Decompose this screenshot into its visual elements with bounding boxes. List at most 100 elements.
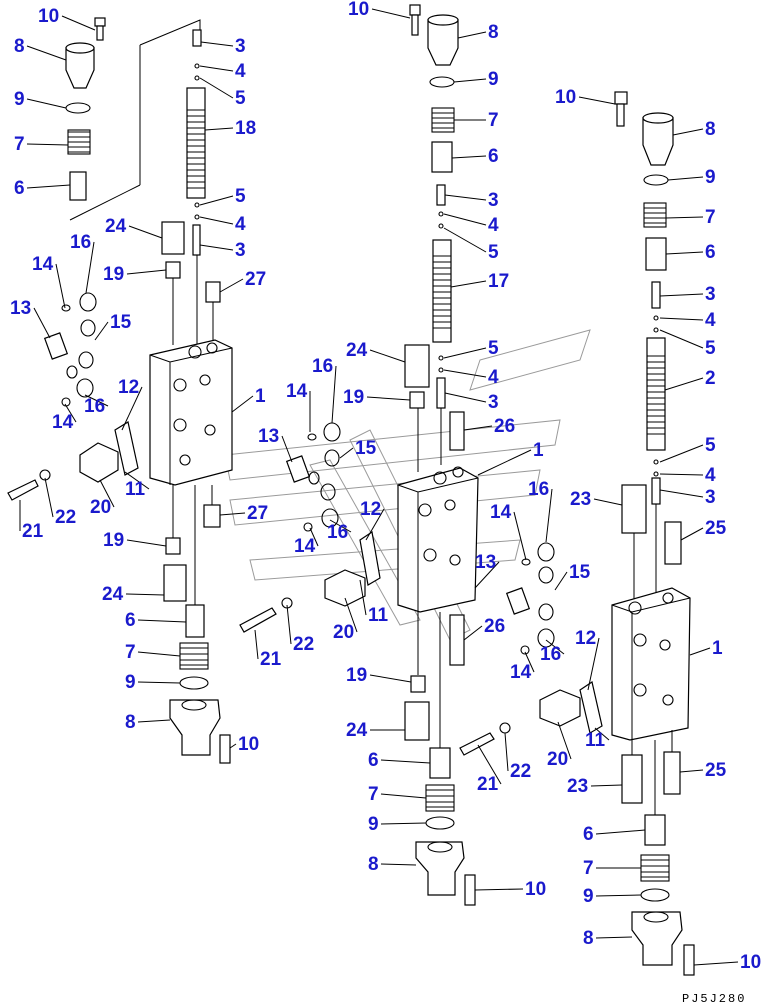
o-ring-icon (65, 102, 91, 114)
leader-line (26, 45, 67, 61)
middle-valve-assembly (239, 4, 555, 906)
callout-number: 9 (368, 814, 379, 835)
callout-number: 20 (333, 622, 354, 643)
callout-number: 19 (346, 665, 367, 686)
leader-line (477, 449, 532, 476)
callout-number: 10 (555, 87, 576, 108)
callout-number: 15 (569, 562, 591, 583)
callout-number: 24 (346, 720, 368, 741)
leader-line (199, 77, 234, 99)
callout-number: 19 (103, 530, 124, 551)
callout-number: 5 (235, 88, 246, 109)
callout-number: 12 (575, 628, 596, 649)
callout-number: 16 (528, 479, 549, 500)
callout-number: 19 (103, 264, 124, 285)
callout-number: 8 (583, 928, 594, 949)
callout-number: 15 (110, 312, 132, 333)
callout-number: 11 (125, 479, 146, 500)
leader-line (595, 894, 642, 897)
callout-number: 22 (293, 634, 314, 655)
leader-line (679, 769, 704, 773)
right-valve-assembly (459, 91, 695, 976)
callout-number: 21 (22, 521, 44, 542)
callout-number: 13 (475, 552, 496, 573)
leader-line (55, 263, 66, 309)
callout-number: 6 (705, 242, 716, 263)
bolt-icon (94, 17, 106, 41)
callout-number: 8 (14, 36, 25, 57)
callout-number: 16 (312, 356, 333, 377)
retainer-icon (69, 171, 87, 201)
callout-number: 25 (705, 518, 727, 539)
leader-line (664, 377, 704, 391)
callout-number: 14 (294, 536, 316, 557)
callout-number: 16 (540, 644, 561, 665)
callout-number: 6 (14, 178, 25, 199)
callout-number: 4 (488, 367, 499, 388)
callout-number: 12 (360, 499, 381, 520)
callout-number: 10 (38, 6, 59, 27)
leader-line (557, 721, 572, 760)
leader-line (474, 888, 524, 891)
leader-line (594, 727, 610, 741)
leader-line (219, 278, 244, 293)
leader-line (380, 863, 417, 866)
leader-line (44, 477, 54, 518)
leader-line (204, 127, 234, 131)
callout-number: 5 (705, 338, 716, 359)
leader-line (443, 369, 487, 378)
leader-line (121, 386, 143, 431)
callout-number: 4 (235, 214, 246, 235)
callout-number: 4 (488, 215, 499, 236)
callout-number: 25 (705, 760, 727, 781)
leader-line (137, 719, 171, 723)
leader-line (137, 619, 187, 623)
leader-line (665, 251, 704, 255)
leader-line (229, 743, 237, 749)
leader-line (545, 639, 565, 655)
callout-number: 14 (32, 254, 54, 275)
callout-number: 15 (355, 438, 377, 459)
callout-number: 22 (510, 761, 531, 782)
callout-number: 13 (10, 298, 31, 319)
valve-body-icon (149, 339, 233, 486)
callout-number: 17 (488, 271, 509, 292)
leader-line (125, 593, 165, 596)
leader-line (513, 511, 527, 561)
callout-number: 8 (705, 119, 716, 140)
callout-number: 3 (488, 392, 499, 413)
callout-number: 16 (327, 522, 348, 543)
leader-line (443, 227, 487, 253)
callout-number: 24 (346, 340, 368, 361)
leader-line (94, 321, 109, 341)
callout-number: 6 (488, 146, 499, 167)
callout-number: 21 (260, 649, 282, 670)
leader-line (595, 936, 633, 939)
callout-number: 9 (583, 886, 594, 907)
leader-line (444, 392, 487, 403)
callout-number: 5 (235, 186, 246, 207)
callout-number: 19 (343, 387, 364, 408)
leader-line (137, 681, 181, 684)
leader-line (380, 793, 427, 799)
leader-line (124, 471, 150, 490)
leader-line (64, 403, 77, 423)
callout-number: 6 (368, 750, 379, 771)
leader-line (61, 15, 96, 31)
leader-line (659, 293, 704, 297)
callout-number: 27 (245, 269, 266, 290)
leader-line (199, 65, 234, 72)
cap-icon (65, 47, 95, 89)
callout-number: 27 (247, 503, 268, 524)
leader-line (672, 128, 704, 136)
drawing-code: PJ5J280 (682, 992, 746, 1006)
leader-line (380, 822, 427, 825)
leader-line (443, 213, 487, 226)
leader-line (659, 317, 704, 321)
leader-line (463, 625, 483, 641)
callout-number: 8 (125, 712, 136, 733)
callout-number: 10 (348, 0, 369, 20)
leader-line (689, 647, 711, 656)
leader-line (667, 176, 704, 181)
